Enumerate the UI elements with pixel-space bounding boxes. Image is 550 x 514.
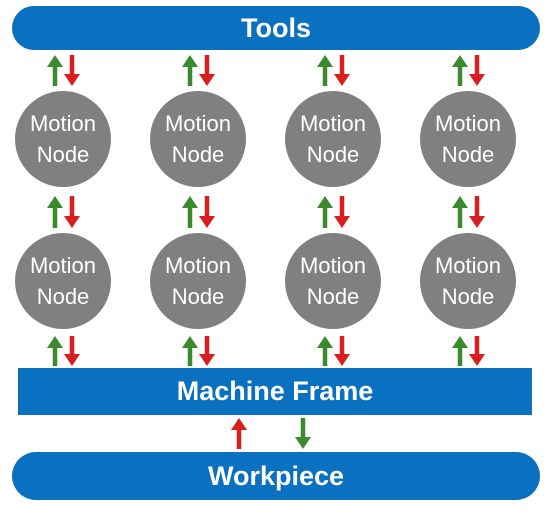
motion-node-line1: Motion <box>164 111 232 136</box>
arrow-down-icon <box>199 196 215 228</box>
motion-node: Motion Node <box>285 233 381 329</box>
motion-node-line1: Motion <box>299 111 367 136</box>
motion-node: Motion Node <box>420 91 516 187</box>
motion-node-line2: Node <box>441 142 495 167</box>
arrow-up-icon <box>182 336 198 366</box>
motion-node-line1: Motion <box>29 111 97 136</box>
arrow-down-icon <box>64 336 80 366</box>
workpiece-label: Workpiece <box>207 460 345 491</box>
arrow-down-icon <box>334 336 350 366</box>
machine-frame-label: Machine Frame <box>176 376 374 406</box>
arrow-down-icon <box>334 196 350 228</box>
motion-node-line1: Motion <box>164 253 232 278</box>
machine-frame-bar: Machine Frame <box>18 368 532 415</box>
motion-node: Motion Node <box>150 233 246 329</box>
motion-node-line1: Motion <box>29 253 97 278</box>
motion-node: Motion Node <box>285 91 381 187</box>
arrow-down-icon <box>469 55 485 86</box>
motion-node-line2: Node <box>441 284 495 309</box>
arrow-down-icon <box>469 196 485 228</box>
arrow-up-icon <box>47 196 63 228</box>
arrow-up-icon <box>452 336 468 366</box>
motion-node-line2: Node <box>171 142 225 167</box>
motion-node-line2: Node <box>306 142 360 167</box>
arrow-up-icon <box>317 336 333 366</box>
arrow-down-icon <box>199 336 215 366</box>
motion-node-line2: Node <box>36 284 90 309</box>
arrow-up-icon <box>452 196 468 228</box>
motion-node-line2: Node <box>306 284 360 309</box>
arrow-up-icon <box>47 55 63 86</box>
tools-bar: Tools <box>12 6 540 50</box>
arrow-down-icon <box>469 336 485 366</box>
motion-node-line1: Motion <box>299 253 367 278</box>
arrow-down-icon <box>199 55 215 86</box>
arrow-up-icon <box>182 55 198 86</box>
arrow-down-icon <box>64 196 80 228</box>
motion-node: Motion Node <box>15 233 111 329</box>
arrow-up-icon <box>317 55 333 86</box>
arrow-up-icon <box>452 55 468 86</box>
arrow-up-icon <box>231 418 247 449</box>
motion-node: Motion Node <box>420 233 516 329</box>
arrow-down-icon <box>334 55 350 86</box>
motion-node-line1: Motion <box>434 253 502 278</box>
motion-node-line1: Motion <box>434 111 502 136</box>
motion-node: Motion Node <box>15 91 111 187</box>
arrow-down-icon <box>295 418 311 449</box>
arrow-up-icon <box>317 196 333 228</box>
arrow-down-icon <box>64 55 80 86</box>
workpiece-bar: Workpiece <box>12 452 540 500</box>
motion-node: Motion Node <box>150 91 246 187</box>
tools-label: Tools <box>241 12 311 43</box>
arrow-up-icon <box>182 196 198 228</box>
arrow-up-icon <box>47 336 63 366</box>
motion-node-line2: Node <box>171 284 225 309</box>
motion-node-line2: Node <box>36 142 90 167</box>
